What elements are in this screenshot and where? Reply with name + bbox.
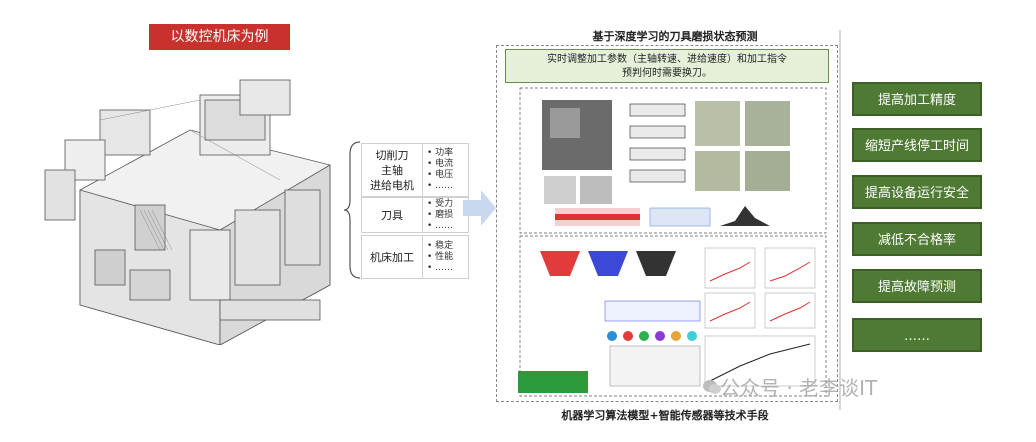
benefit-more: ……	[852, 318, 982, 352]
benefit-defect-rate: 减低不合格率	[852, 222, 982, 256]
center-title: 基于深度学习的刀具磨损状态预测	[592, 30, 758, 43]
factor-row-machining: 机床加工 稳定 性能 ……	[361, 235, 469, 279]
factor-label: 机床加工	[362, 236, 423, 278]
benefit-fault-prediction: 提高故障预测	[852, 269, 982, 303]
factor-row-tool: 刀具 受力 磨损 ……	[361, 197, 469, 233]
deep-learning-figure	[518, 87, 827, 397]
example-title: 以数控机床为例	[149, 24, 290, 50]
benefit-safety: 提高设备运行安全	[852, 175, 982, 209]
adjustment-note: 实时调整加工参数（主轴转速、进给速度）和加工指令 预判何时需要换刀。	[505, 49, 829, 83]
section-divider	[839, 30, 841, 410]
technique-caption: 机器学习算法模型+智能传感器等技术手段	[561, 409, 769, 422]
wechat-icon	[703, 380, 721, 394]
benefit-downtime: 缩短产线停工时间	[852, 128, 982, 162]
factor-items: 受力 磨损 ……	[423, 198, 468, 232]
grouping-brace	[343, 141, 361, 279]
cnc-machine-illustration	[44, 79, 331, 345]
benefit-precision: 提高加工精度	[852, 82, 982, 116]
factor-items: 功率 电流 电压 ……	[423, 144, 468, 196]
factor-items: 稳定 性能 ……	[423, 236, 468, 278]
watermark: 公众号 · 老李谈IT	[720, 376, 878, 400]
factor-label: 刀具	[362, 198, 423, 232]
right-arrow-icon	[463, 190, 496, 226]
factor-row-motor: 切削刀 主轴 进给电机 功率 电流 电压 ……	[361, 143, 469, 197]
factor-label: 切削刀 主轴 进给电机	[362, 144, 423, 196]
